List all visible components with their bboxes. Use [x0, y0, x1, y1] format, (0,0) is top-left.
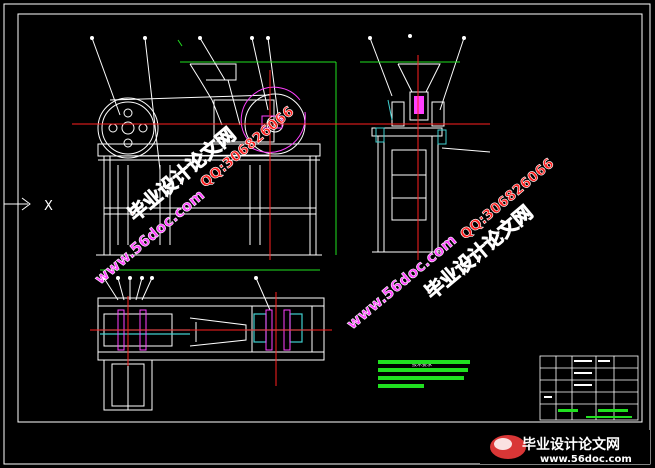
top-view-centerlines	[90, 292, 332, 386]
footer-logo: 毕业设计论文网 www.56doc.com	[480, 430, 650, 465]
front-view-dimensions	[100, 39, 337, 271]
technical-requirements-text	[378, 360, 470, 388]
side-view-centerlines	[350, 55, 490, 260]
title-block	[539, 355, 639, 421]
front-view-centerlines	[72, 70, 352, 260]
view-marker-label: X	[44, 199, 53, 214]
drawing-frame	[17, 13, 643, 423]
view-marker	[4, 197, 31, 211]
top-view-cyan	[100, 313, 312, 343]
side-view-highlights	[375, 99, 447, 145]
footer-site-name: 毕业设计论文网	[522, 436, 620, 453]
front-view-highlights	[240, 86, 306, 153]
title-block-green	[558, 409, 632, 418]
side-view	[368, 34, 491, 253]
title-block-fill	[544, 360, 610, 398]
side-view-magenta	[414, 96, 424, 114]
technical-requirements-title: 技术要求	[412, 361, 432, 368]
sheet-border	[3, 3, 651, 465]
footer-site-url: www.56doc.com	[540, 454, 632, 465]
